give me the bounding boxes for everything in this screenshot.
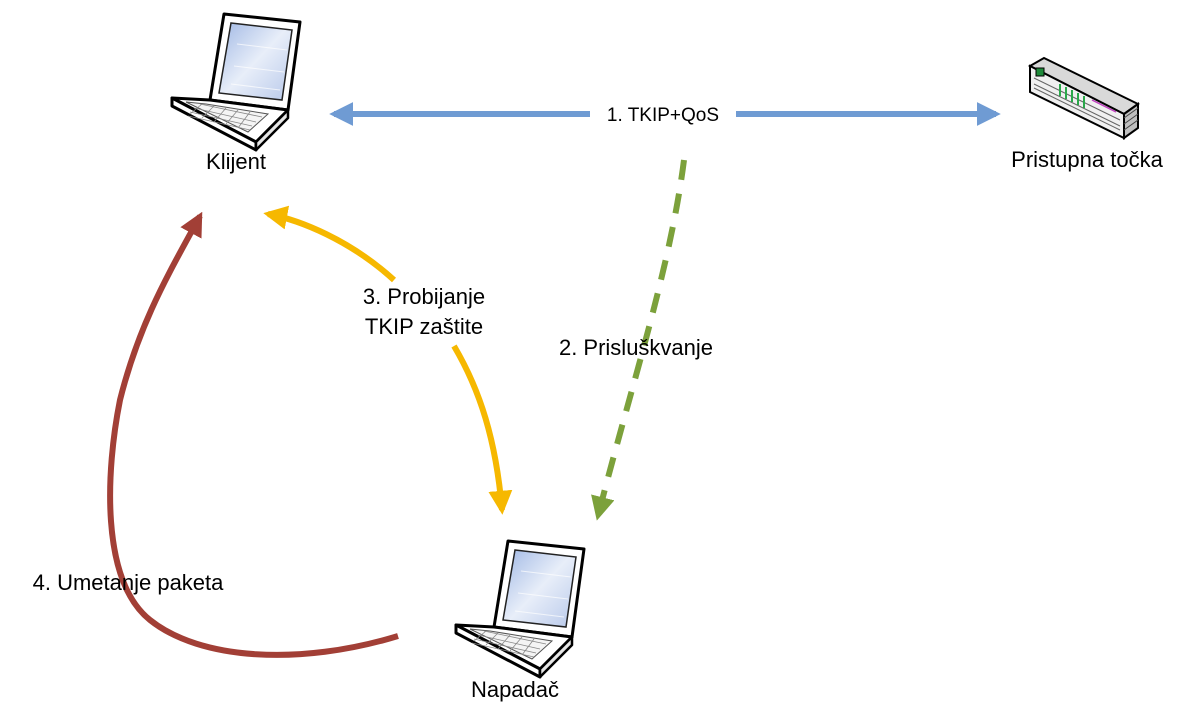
crack-arrow	[263, 205, 513, 515]
inject-label: 4. Umetanje paketa	[33, 570, 225, 595]
tkip-qos-label: 1. TKIP+QoS	[607, 105, 719, 126]
client-label: Klijent	[206, 149, 266, 174]
inject-arrow	[107, 211, 399, 658]
eavesdrop-label: 2. Prisluškvanje	[559, 335, 713, 360]
attacker-label: Napadač	[471, 677, 559, 702]
crack-label-line1: 3. Probijanje	[363, 284, 485, 309]
access-point-icon	[1027, 56, 1140, 140]
eavesdrop-arrow	[591, 159, 687, 521]
attacker-laptop-icon	[454, 539, 586, 679]
access-point-label: Pristupna točka	[1011, 147, 1163, 172]
crack-label-line2: TKIP zaštite	[365, 314, 483, 339]
client-laptop-icon	[170, 12, 302, 152]
